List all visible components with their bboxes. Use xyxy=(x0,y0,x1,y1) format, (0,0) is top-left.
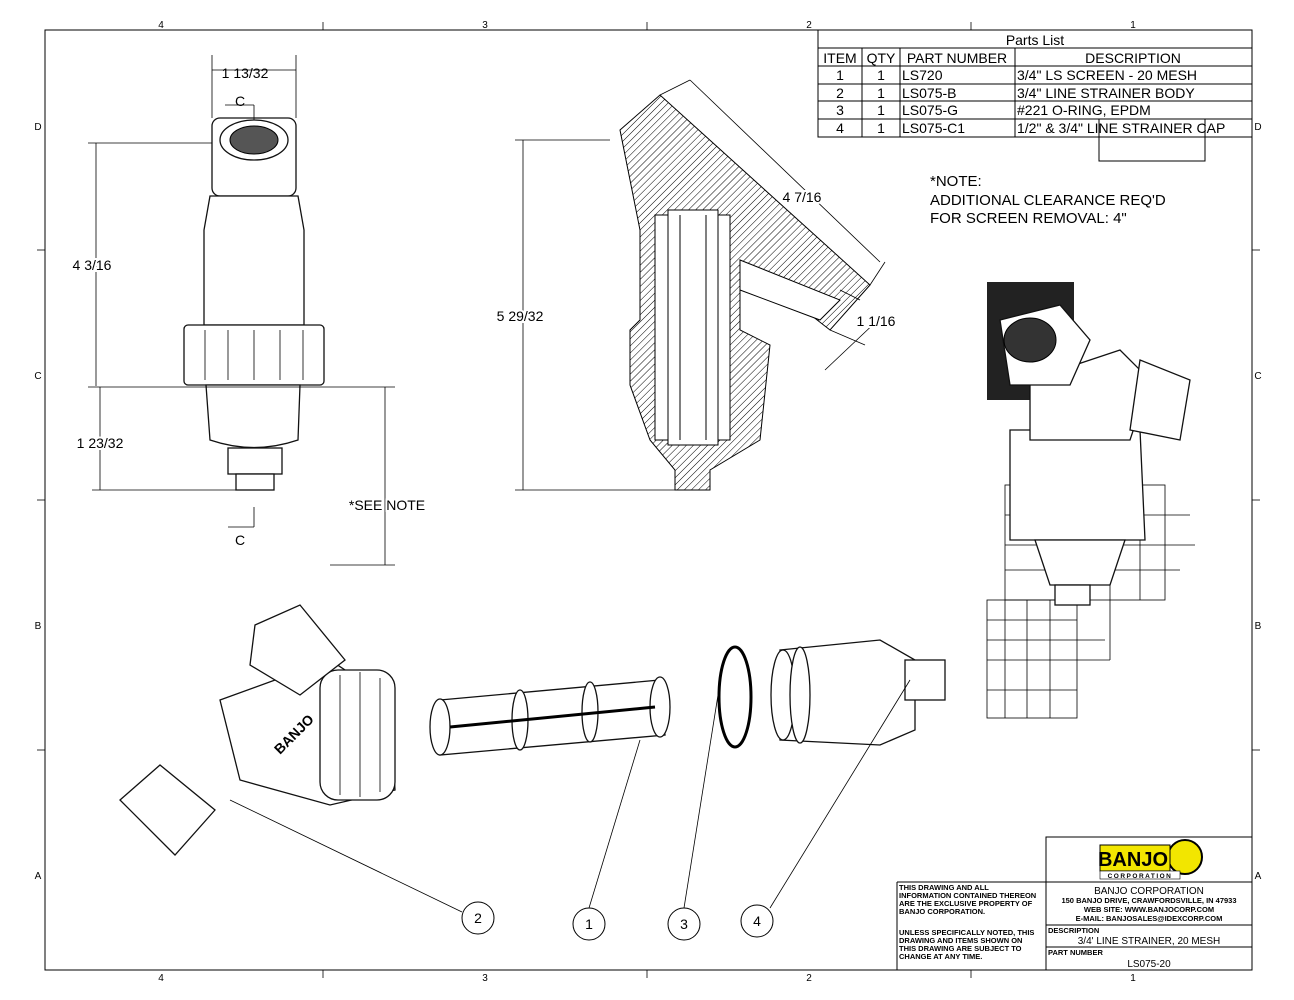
zone-col-top: 3 xyxy=(482,20,488,31)
parts-list-title: Parts List xyxy=(1006,32,1064,48)
cell-part-number: LS720 xyxy=(902,67,943,83)
balloon-3: 3 xyxy=(667,907,701,941)
notice-line: INFORMATION CONTAINED THEREON xyxy=(899,891,1036,900)
note-line: *NOTE: xyxy=(930,173,982,190)
zone-row-right: C xyxy=(1254,371,1261,382)
section-label-top: C xyxy=(235,93,245,109)
balloon-2: 2 xyxy=(461,901,495,935)
description-label: DESCRIPTION xyxy=(1048,926,1099,935)
zone-ticks xyxy=(37,22,1260,978)
balloon-label: 3 xyxy=(680,916,688,932)
table-row: 2 1 LS075-B 3/4" LINE STRAINER BODY xyxy=(836,85,1195,101)
notice-line: UNLESS SPECIFICALLY NOTED, THIS xyxy=(899,928,1034,937)
zone-row-left: D xyxy=(34,122,41,133)
cell-description: #221 O-RING, EPDM xyxy=(1017,102,1151,118)
logo-text: BANJO xyxy=(1098,849,1168,871)
front-view xyxy=(183,117,325,491)
company-address: 150 BANJO DRIVE, CRAWFORDSVILLE, IN 4793… xyxy=(1061,896,1236,905)
section-label-bottom: C xyxy=(235,532,245,548)
cell-qty: 1 xyxy=(877,67,885,83)
balloon-label: 1 xyxy=(585,916,593,932)
cell-item: 2 xyxy=(836,85,844,101)
table-row: 1 1 LS720 3/4" LS SCREEN - 20 MESH xyxy=(836,67,1197,83)
cell-item: 1 xyxy=(836,67,844,83)
dim-outlet-offset: 1 1/16 xyxy=(857,313,896,329)
zone-row-right: B xyxy=(1255,621,1262,632)
banjo-logo: BANJO CORPORATION xyxy=(1098,839,1203,880)
front-dimensions xyxy=(88,55,395,566)
section-dimensions xyxy=(515,79,886,491)
cell-part-number: LS075-G xyxy=(902,102,958,118)
notice-line: BANJO CORPORATION. xyxy=(899,907,985,916)
dim-height-upper: 4 3/16 xyxy=(73,257,112,273)
see-note-label: *SEE NOTE xyxy=(349,497,425,513)
dim-section-height: 5 29/32 xyxy=(497,308,544,324)
notice-line: THIS DRAWING AND ALL xyxy=(899,883,989,892)
zone-row-left: A xyxy=(35,871,42,882)
company-website: WEB SITE: WWW.BANJOCORP.COM xyxy=(1084,905,1214,914)
notice-line: ARE THE EXCLUSIVE PROPERTY OF xyxy=(899,899,1033,908)
cell-item: 4 xyxy=(836,120,844,136)
part-number-label: PART NUMBER xyxy=(1048,948,1103,957)
zone-col-bottom: 4 xyxy=(158,973,164,984)
cell-qty: 1 xyxy=(877,120,885,136)
zone-col-bottom: 2 xyxy=(806,973,812,984)
zone-col-top: 4 xyxy=(158,20,164,31)
zone-row-right: A xyxy=(1255,871,1262,882)
exploded-body: BANJO xyxy=(119,604,396,856)
clearance-note: *NOTE: ADDITIONAL CLEARANCE REQ'D FOR SC… xyxy=(930,173,1166,227)
drawing-description: 3/4' LINE STRAINER, 20 MESH xyxy=(1078,936,1221,947)
dim-height-lower: 1 23/32 xyxy=(77,435,124,451)
zone-row-right: D xyxy=(1254,122,1261,133)
balloon-1: 1 xyxy=(572,907,606,941)
balloon-4: 4 xyxy=(740,904,774,938)
column-header: DESCRIPTION xyxy=(1085,50,1181,66)
zone-col-bottom: 1 xyxy=(1130,973,1136,984)
parts-list-table: Parts List ITEM QTY PART NUMBER DESCRIPT… xyxy=(817,29,1253,162)
table-row: 4 1 LS075-C1 1/2" & 3/4" LINE STRAINER C… xyxy=(836,120,1225,136)
note-line: ADDITIONAL CLEARANCE REQ'D xyxy=(930,192,1166,209)
isometric-view xyxy=(986,282,1195,719)
ownership-notice: THIS DRAWING AND ALL INFORMATION CONTAIN… xyxy=(899,883,1036,961)
dim-width-top: 1 13/32 xyxy=(222,65,269,81)
note-line: FOR SCREEN REMOVAL: 4" xyxy=(930,210,1127,227)
section-view xyxy=(619,94,871,491)
exploded-cap xyxy=(770,639,946,746)
cell-description: 1/2" & 3/4" LINE STRAINER CAP xyxy=(1017,120,1225,136)
notice-line: DRAWING AND ITEMS SHOWN ON xyxy=(899,936,1022,945)
cell-description: 3/4" LS SCREEN - 20 MESH xyxy=(1017,67,1197,83)
cell-part-number: LS075-B xyxy=(902,85,956,101)
notice-line: THIS DRAWING ARE SUBJECT TO xyxy=(899,944,1022,953)
company-email: E-MAIL: BANJOSALES@IDEXCORP.COM xyxy=(1076,914,1223,923)
logo-subtext: CORPORATION xyxy=(1108,873,1173,880)
notice-line: CHANGE AT ANY TIME. xyxy=(899,952,982,961)
table-row: 3 1 LS075-G #221 O-RING, EPDM xyxy=(836,102,1151,118)
zone-col-top: 1 xyxy=(1130,20,1136,31)
cell-item: 3 xyxy=(836,102,844,118)
cell-qty: 1 xyxy=(877,102,885,118)
exploded-screen xyxy=(429,676,671,756)
dim-diagonal-length: 4 7/16 xyxy=(783,189,822,205)
column-header: PART NUMBER xyxy=(907,50,1007,66)
drawing-part-number: LS075-20 xyxy=(1127,959,1171,970)
balloon-label: 2 xyxy=(474,910,482,926)
cell-description: 3/4" LINE STRAINER BODY xyxy=(1017,85,1195,101)
balloon-label: 4 xyxy=(753,913,761,929)
cell-part-number: LS075-C1 xyxy=(902,120,965,136)
zone-col-top: 2 xyxy=(806,20,812,31)
balloon-leaders xyxy=(229,669,911,913)
cell-qty: 1 xyxy=(877,85,885,101)
title-block: BANJO CORPORATION BANJO CORPORATION 150 … xyxy=(896,836,1253,971)
column-header: ITEM xyxy=(823,50,856,66)
zone-row-left: B xyxy=(35,621,42,632)
company-name: BANJO CORPORATION xyxy=(1094,886,1204,897)
zone-row-left: C xyxy=(34,371,41,382)
exploded-o-ring xyxy=(717,645,753,749)
column-header: QTY xyxy=(867,50,896,66)
zone-col-bottom: 3 xyxy=(482,973,488,984)
